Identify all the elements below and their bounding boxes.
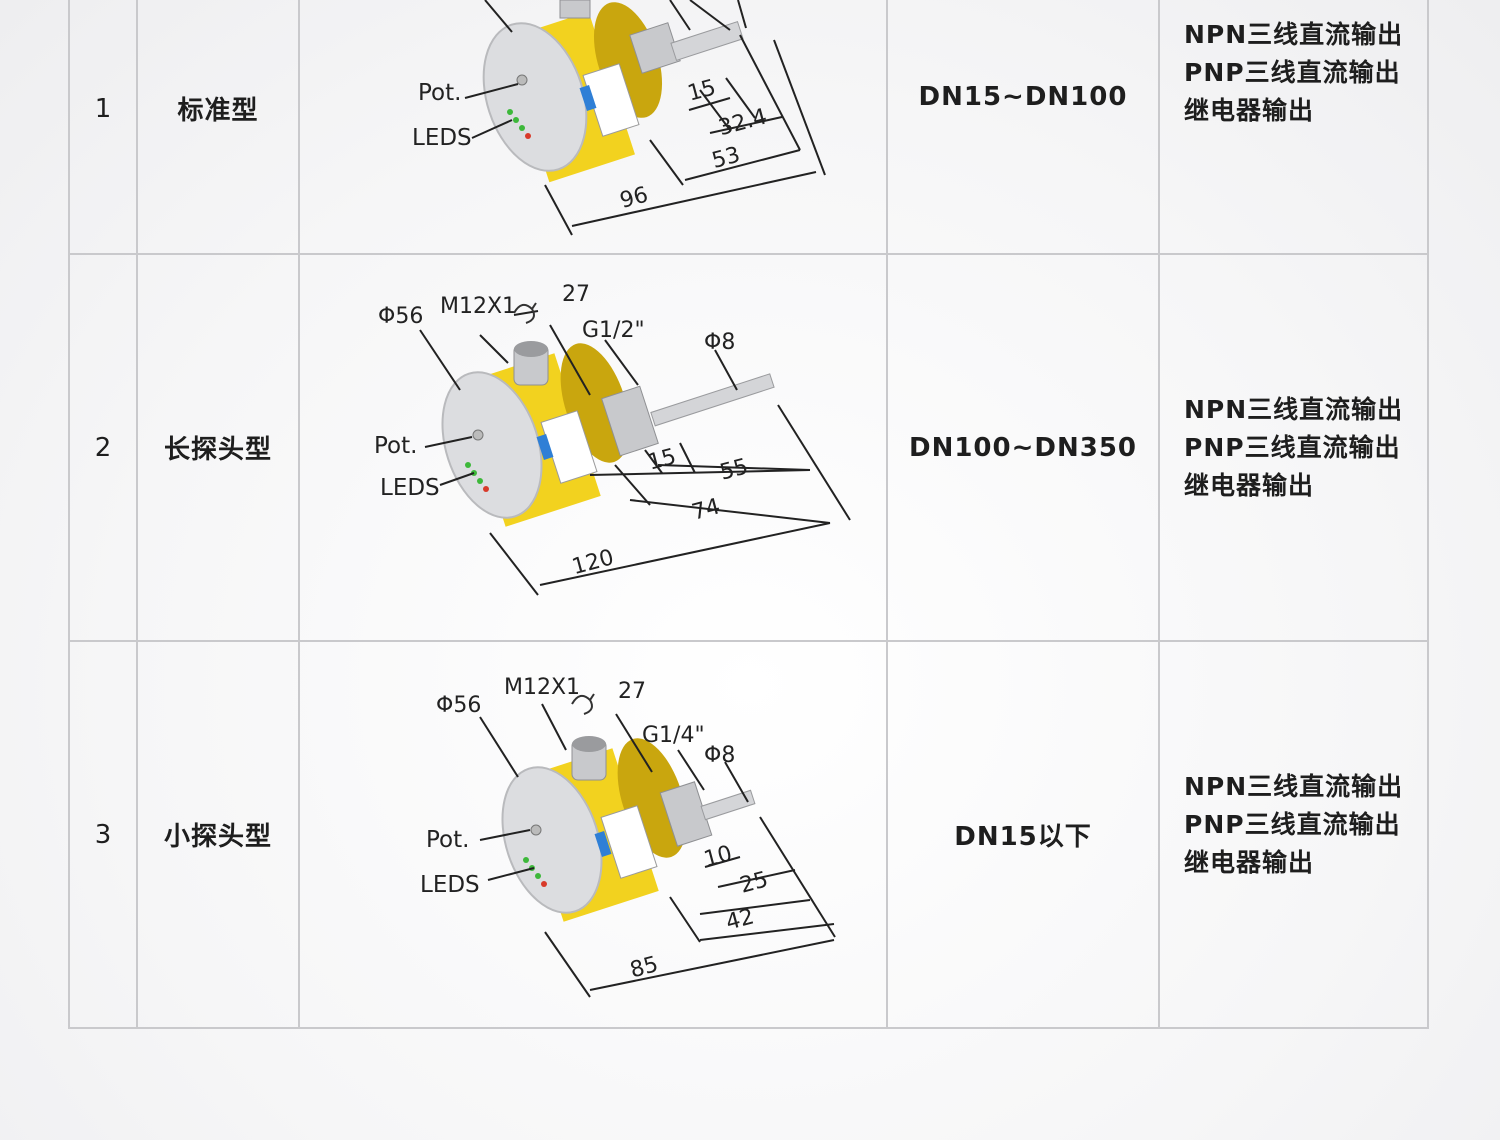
dimension-drawing: Pot. LEDS 15 32.4 53 96: [298, 0, 888, 255]
dim-label: 10: [701, 841, 735, 872]
dim-label: 15: [645, 444, 679, 475]
row-number-text: 3: [94, 819, 112, 850]
wrench-size-label: 27: [618, 679, 646, 704]
pipe-size: DN15~DN100: [886, 0, 1160, 255]
output-types: NPN三线直流输出 PNP三线直流输出 继电器输出: [1158, 0, 1429, 255]
output-line: 继电器输出: [1184, 847, 1315, 877]
output-line: 继电器输出: [1184, 95, 1315, 125]
dimension-drawing: Φ56 M12X1 27 G1/2" Φ8 Pot. LEDS 15 55 74…: [298, 253, 888, 642]
row-number: 2: [68, 253, 138, 642]
pot-label: Pot.: [418, 80, 461, 106]
sensor-drawing-standard: Pot. LEDS 15 32.4 53 96: [412, 0, 826, 236]
connector-label: M12X1: [504, 675, 580, 700]
sensor-drawing-small-probe: Φ56 M12X1 27 G1/4" Φ8 Pot. LEDS 10 25 42…: [420, 675, 836, 998]
output-line: NPN三线直流输出: [1184, 771, 1404, 801]
dim-label: 120: [570, 545, 617, 580]
model-type-text: 小探头型: [163, 822, 272, 852]
table-row: 3 小探头型: [68, 640, 1429, 1029]
output-line: PNP三线直流输出: [1184, 809, 1401, 839]
dim-label: 74: [689, 494, 723, 525]
dim-label: 85: [627, 952, 661, 983]
row-number-text: 1: [94, 93, 112, 124]
diameter-label: Φ56: [378, 304, 423, 329]
connector-label: M12X1: [440, 294, 516, 319]
leds-label: LEDS: [380, 475, 440, 501]
probe-diameter-label: Φ8: [704, 330, 735, 355]
output-line: 继电器输出: [1184, 470, 1315, 500]
sensor-drawing-long-probe: Φ56 M12X1 27 G1/2" Φ8 Pot. LEDS 15 55 74…: [374, 282, 851, 596]
model-type: 小探头型: [136, 640, 300, 1029]
output-types: NPN三线直流输出 PNP三线直流输出 继电器输出: [1158, 253, 1429, 642]
wrench-size-label: 27: [562, 282, 590, 307]
pipe-size-text: DN15以下: [954, 822, 1092, 852]
output-line: NPN三线直流输出: [1184, 394, 1404, 424]
output-types: NPN三线直流输出 PNP三线直流输出 继电器输出: [1158, 640, 1429, 1029]
model-type: 标准型: [136, 0, 300, 255]
dimension-drawing: Φ56 M12X1 27 G1/4" Φ8 Pot. LEDS 10 25 42…: [298, 640, 888, 1029]
wrench-icon: [571, 693, 595, 715]
dim-label: 42: [723, 904, 757, 935]
row-number-text: 2: [94, 432, 112, 463]
pipe-size-text: DN100~DN350: [908, 432, 1137, 463]
output-line: PNP三线直流输出: [1184, 432, 1401, 462]
model-type: 长探头型: [136, 253, 300, 642]
wrench-icon: [513, 302, 537, 324]
diameter-label: Φ56: [436, 693, 481, 718]
dim-label: 55: [717, 454, 751, 485]
thread-label: G1/4": [642, 723, 705, 748]
row-number: 3: [68, 640, 138, 1029]
pipe-size: DN15以下: [886, 640, 1160, 1029]
model-type-text: 标准型: [177, 96, 259, 126]
table-row: 2 长探头型: [68, 253, 1429, 642]
output-line: NPN三线直流输出: [1184, 19, 1404, 49]
pipe-size: DN100~DN350: [886, 253, 1160, 642]
dim-label: 25: [737, 867, 771, 898]
leds-label: LEDS: [412, 125, 472, 151]
pot-label: Pot.: [374, 433, 417, 459]
probe-diameter-label: Φ8: [704, 743, 735, 768]
pipe-size-text: DN15~DN100: [918, 81, 1128, 112]
pot-label: Pot.: [426, 827, 469, 853]
leds-label: LEDS: [420, 872, 480, 898]
sensor-body: [482, 0, 744, 183]
dim-label: 32.4: [716, 104, 770, 141]
model-type-text: 长探头型: [163, 435, 272, 465]
dimension-lines: [464, 0, 826, 236]
dimension-lines: [479, 703, 836, 998]
dimension-lines: [419, 310, 851, 596]
dim-label: 53: [709, 143, 743, 174]
row-number: 1: [68, 0, 138, 255]
thread-label: G1/2": [582, 318, 645, 343]
spec-table: 1 标准型: [68, 0, 1429, 1029]
sensor-body: [501, 736, 756, 922]
table-row: 1 标准型: [68, 0, 1429, 255]
output-line: PNP三线直流输出: [1184, 57, 1401, 87]
